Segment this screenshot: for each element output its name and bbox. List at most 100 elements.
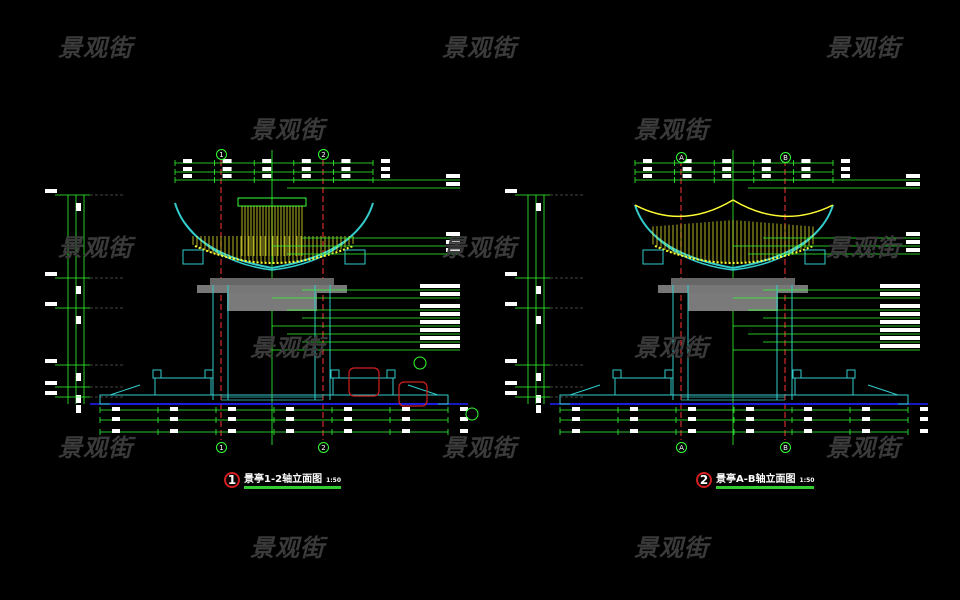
hatched-panel [227, 293, 317, 311]
eave-bracket [182, 249, 204, 265]
dimension-text [722, 174, 732, 178]
dimension-text [682, 159, 692, 163]
beam-band [210, 278, 334, 285]
dimension-text [76, 286, 81, 294]
detail-callout [348, 367, 380, 397]
dimension-text [862, 407, 870, 411]
annotation-text [880, 328, 920, 332]
roof-eave-curve [174, 202, 374, 270]
dimension-text [262, 174, 272, 178]
axis-bubble-bottom-b: B [780, 442, 791, 453]
dimension-text [682, 174, 692, 178]
step-line [109, 384, 141, 396]
elevation-text [505, 189, 517, 193]
dimension-text [222, 167, 232, 171]
dimension-text [643, 159, 652, 163]
dimension-text [344, 429, 352, 433]
dimension-text [344, 417, 352, 421]
dimension-text [402, 429, 410, 433]
dimension-text [746, 407, 754, 411]
elevation-text [505, 391, 517, 395]
roof-ridge [732, 199, 834, 218]
annotation-text [906, 232, 920, 236]
dimension-text [643, 167, 652, 171]
dimension-text [746, 417, 754, 421]
elevation-text [45, 302, 57, 306]
dimension-text [76, 405, 81, 413]
dimension-text [862, 429, 870, 433]
dimension-text [460, 407, 468, 411]
axis-bubble-bottom-2: 2 [318, 442, 329, 453]
dimension-text [170, 407, 178, 411]
dimension-text [572, 429, 580, 433]
railing-post [386, 369, 396, 379]
annotation-text [446, 240, 460, 244]
dimension-text [688, 429, 696, 433]
railing-post [152, 369, 162, 379]
dimension-text [688, 417, 696, 421]
dimension-text [286, 417, 294, 421]
annotation-text [420, 284, 460, 288]
drawing-scale: 1:50 [799, 477, 815, 484]
elevation-text [45, 381, 57, 385]
dimension-text [688, 407, 696, 411]
dimension-text [761, 174, 771, 178]
railing-post [664, 369, 674, 379]
dimension-text [920, 407, 928, 411]
elevation-text [45, 359, 57, 363]
step-line [867, 384, 899, 396]
dimension-text [920, 417, 928, 421]
dimension-text [536, 405, 541, 413]
annotation-text [906, 248, 920, 252]
annotation-text [880, 284, 920, 288]
annotation-text [446, 182, 460, 186]
annotation-text [420, 336, 460, 340]
annotation-text [880, 336, 920, 340]
railing-post [330, 369, 340, 379]
annotation-text [420, 320, 460, 324]
dimension-text [536, 316, 541, 324]
railing [154, 377, 212, 396]
dimension-text [801, 159, 811, 163]
annotation-text [880, 304, 920, 308]
dimension-text [862, 417, 870, 421]
dimension-text [722, 167, 732, 171]
annotation-text [446, 248, 460, 252]
dimension-text [183, 159, 192, 163]
dimension-text [801, 174, 811, 178]
railing-post [792, 369, 802, 379]
beam-band [197, 285, 347, 293]
dimension-text [682, 167, 692, 171]
dimension-text [112, 417, 120, 421]
dimension-text [381, 159, 390, 163]
dimension-text [630, 417, 638, 421]
dimension-text [301, 167, 311, 171]
dimension-text [76, 316, 81, 324]
dimension-text [841, 167, 850, 171]
dimension-text [112, 407, 120, 411]
axis-bubble-bottom-a: A [676, 442, 687, 453]
eave-bracket [642, 249, 664, 265]
roof-lower-curve [644, 224, 824, 271]
dimension-text [761, 159, 771, 163]
dimension-text [536, 395, 541, 403]
annotation-text [880, 292, 920, 296]
drawing-title-label: 景亭A-B轴立面图 [716, 474, 796, 485]
elevation-text [505, 381, 517, 385]
dimension-text [804, 417, 812, 421]
section-symbol [465, 407, 479, 421]
axis-bubble-bottom-1: 1 [216, 442, 227, 453]
roof-lower-curve [184, 222, 364, 271]
dimension-text [402, 417, 410, 421]
drawing-number: 1 [224, 471, 240, 488]
dimension-text [402, 407, 410, 411]
axis-bubble-top-2: 2 [318, 149, 329, 160]
annotation-text [420, 292, 460, 296]
dimension-text [222, 174, 232, 178]
dimension-text [262, 159, 272, 163]
platform [559, 394, 909, 405]
dimension-text [341, 159, 351, 163]
dimension-text [183, 167, 192, 171]
